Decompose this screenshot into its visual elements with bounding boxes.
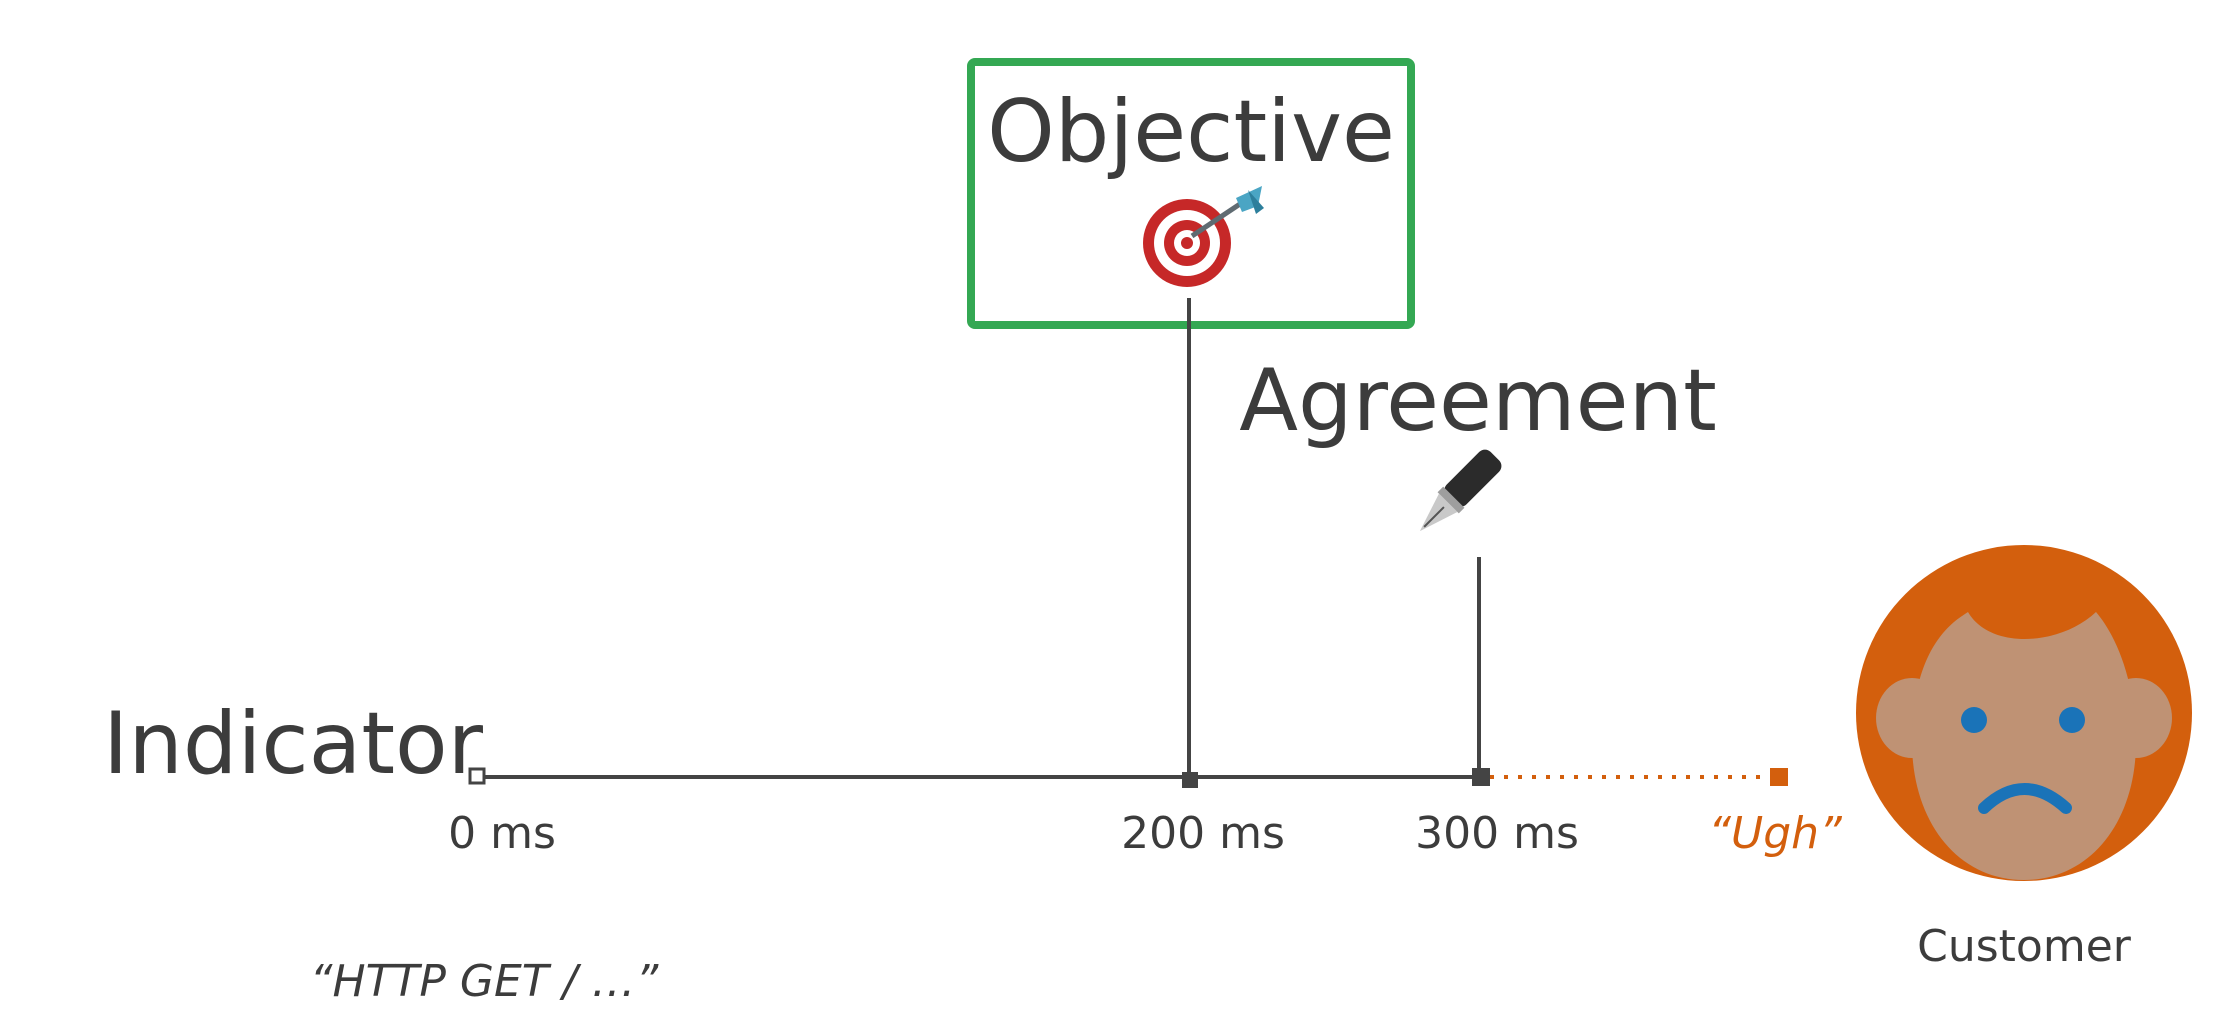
indicator-title: Indicator xyxy=(103,694,484,794)
agreement-title: Agreement xyxy=(1239,351,1717,451)
tick-label: 0 ms xyxy=(448,808,556,859)
customer-label: Customer xyxy=(1917,921,2132,972)
customer-reaction-label: “Ugh” xyxy=(1708,808,1843,859)
timeline-200ms-marker xyxy=(1182,772,1198,788)
tick-label: 300 ms xyxy=(1415,808,1579,859)
timeline-ugh-marker xyxy=(1770,768,1788,786)
timeline-300ms-marker xyxy=(1472,768,1490,786)
request-example-label: “HTTP GET / …” xyxy=(310,956,660,1007)
timeline-start-marker xyxy=(468,767,486,785)
target-dart-icon xyxy=(1143,186,1264,287)
sad-customer-face-icon xyxy=(1856,545,2192,881)
fountain-pen-icon xyxy=(1419,449,1502,532)
tick-label: 200 ms xyxy=(1121,808,1285,859)
objective-title: Objective xyxy=(987,82,1395,182)
